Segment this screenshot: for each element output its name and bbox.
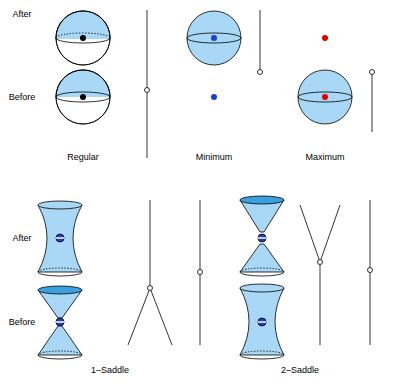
row-label: After — [12, 233, 31, 243]
cones-1saddle-before — [38, 286, 82, 359]
case-label: Minimum — [196, 152, 233, 162]
sphere-regular-before — [56, 70, 110, 124]
hourglass-1saddle-after — [38, 201, 82, 276]
case-label: Maximum — [305, 152, 344, 162]
sphere-regular-after — [56, 11, 110, 65]
sphere-minimum-after — [187, 11, 241, 65]
case-label: 1–Saddle — [91, 365, 129, 375]
hourglass-2saddle-before — [240, 284, 284, 359]
row-label: Before — [9, 317, 36, 327]
minimum-point — [211, 94, 217, 100]
maximum-point — [322, 35, 328, 41]
case-label: Regular — [67, 152, 99, 162]
row-label: After — [12, 9, 31, 19]
case-label: 2–Saddle — [281, 365, 319, 375]
row-label: Before — [9, 92, 36, 102]
cones-2saddle-after — [240, 196, 284, 276]
sphere-maximum-before — [298, 70, 352, 124]
